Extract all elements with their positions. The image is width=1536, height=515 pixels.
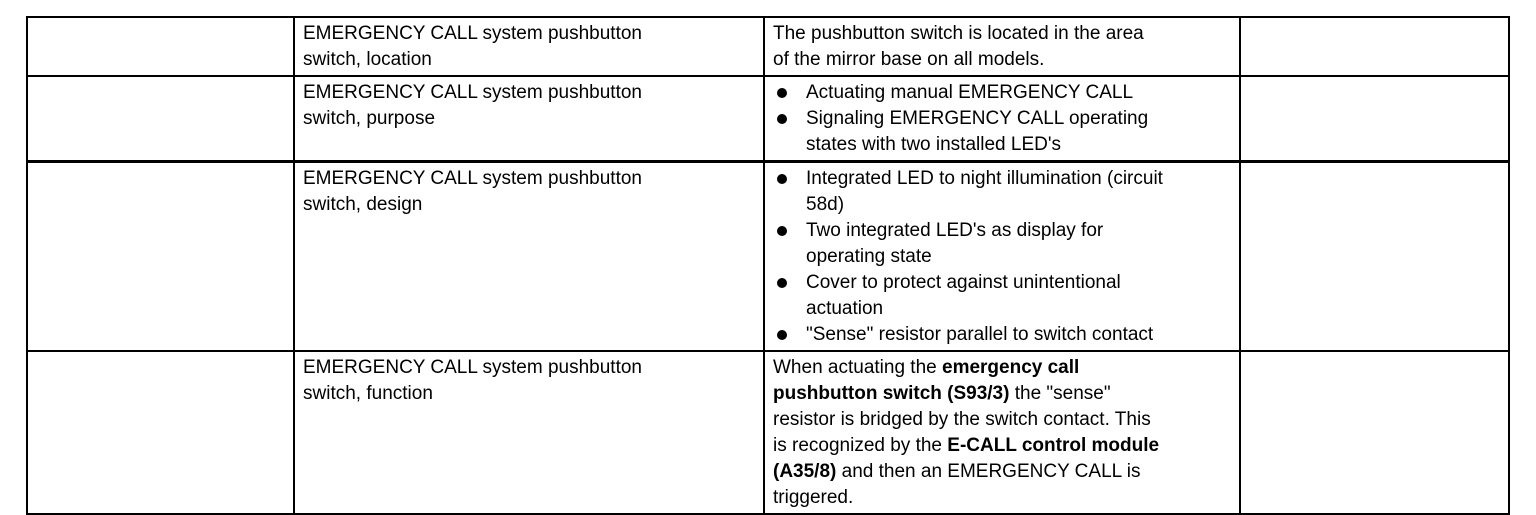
topic-cell: EMERGENCY CALL system pushbutton switch,… [293,160,765,352]
topic-cell: EMERGENCY CALL system pushbutton switch,… [293,350,765,515]
empty-cell-right [1239,160,1510,352]
table-row-purpose: EMERGENCY CALL system pushbutton switch,… [26,75,1510,163]
empty-cell-right [1239,350,1510,515]
topic-cell: EMERGENCY CALL system pushbutton switch,… [293,75,765,163]
bold-text-segment: emergency call pushbutton switch (S93/3) [773,357,1080,404]
empty-cell-left [26,75,295,163]
topic-text: EMERGENCY CALL system pushbutton switch,… [303,82,642,129]
empty-cell-left [26,160,295,352]
spec-table: EMERGENCY CALL system pushbutton switch,… [26,16,1510,515]
description-rich-text: When actuating the emergency call pushbu… [773,355,1231,511]
topic-text: EMERGENCY CALL system pushbutton switch,… [303,168,642,215]
topic-cell: EMERGENCY CALL system pushbutton switch,… [293,16,765,77]
empty-cell-left [26,350,295,515]
text-segment: When actuating the [773,357,942,378]
empty-cell-right [1239,75,1510,163]
list-item: Two integrated LED's as display for oper… [773,218,1231,270]
bold-text-segment: E-CALL control module (A35/8) [773,435,1160,482]
description-cell: When actuating the emergency call pushbu… [763,350,1241,515]
table-row-function: EMERGENCY CALL system pushbutton switch,… [26,350,1510,515]
description-bullet-list: Integrated LED to night illumination (ci… [773,166,1231,348]
description-cell: The pushbutton switch is located in the … [763,16,1241,77]
list-item: Signaling EMERGENCY CALL operating state… [773,106,1231,158]
list-item: Integrated LED to night illumination (ci… [773,166,1231,218]
text-segment: and then an EMERGENCY CALL is triggered. [773,461,1141,508]
table-row-location: EMERGENCY CALL system pushbutton switch,… [26,16,1510,77]
text-segment: the "sense" resistor is bridged by the s… [773,383,1151,456]
list-item: "Sense" resistor parallel to switch cont… [773,322,1231,348]
topic-text: EMERGENCY CALL system pushbutton switch,… [303,357,642,404]
table-row-design: EMERGENCY CALL system pushbutton switch,… [26,160,1510,352]
empty-cell-left [26,16,295,77]
empty-cell-right [1239,16,1510,77]
description-text: The pushbutton switch is located in the … [773,23,1144,70]
list-item: Actuating manual EMERGENCY CALL [773,80,1231,106]
description-cell: Integrated LED to night illumination (ci… [763,160,1241,352]
topic-text: EMERGENCY CALL system pushbutton switch,… [303,23,642,70]
list-item: Cover to protect against unintentional a… [773,270,1231,322]
